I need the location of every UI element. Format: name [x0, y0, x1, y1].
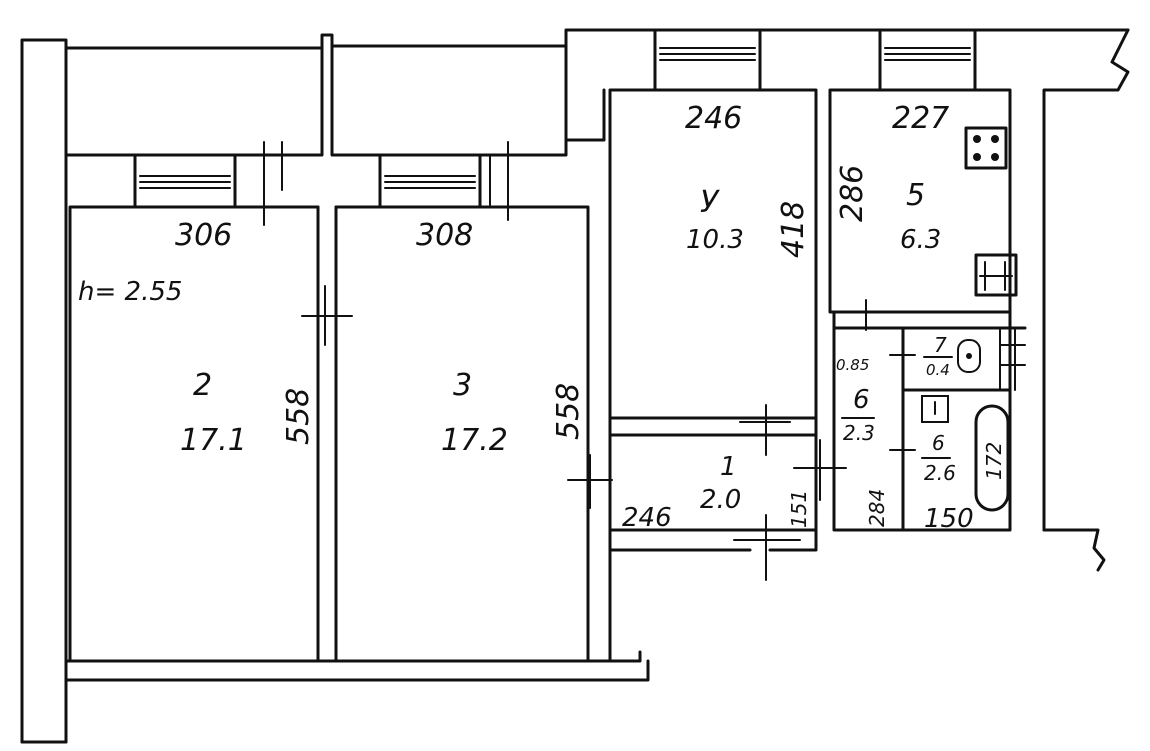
window-room-4	[653, 28, 762, 92]
room-2-length: 558	[281, 388, 316, 445]
kitchen-sink-icon	[974, 253, 1018, 297]
room-2-width: 306	[175, 218, 232, 253]
room-1-width: 246	[622, 503, 672, 533]
wash-basin-icon	[921, 395, 949, 423]
partition-2-3	[301, 205, 353, 663]
ceiling-height-label: h= 2.55	[78, 277, 182, 307]
room-2-area: 17.1	[180, 423, 247, 458]
room-3-area: 17.2	[441, 423, 508, 458]
room-6a-area: 2.3	[843, 421, 875, 445]
room-4-outline	[608, 88, 818, 420]
stove-icon	[964, 126, 1008, 170]
room-7-area: 0.4	[926, 361, 950, 379]
toilet-icon	[957, 339, 981, 373]
room-4-width: 246	[685, 101, 742, 136]
window-room-2	[133, 153, 237, 209]
room-6a-number: 6	[853, 385, 870, 415]
room-6a-length: 284	[865, 489, 889, 527]
room-7-number: 7	[934, 333, 947, 357]
corridor-room-1	[567, 404, 818, 663]
room-2-number: 2	[193, 368, 212, 403]
room-4-area: 10.3	[686, 225, 744, 255]
room-5-length: 286	[835, 165, 870, 222]
bathtub-icon	[974, 404, 1010, 512]
window-room-5	[878, 28, 977, 92]
room-1-length: 151	[787, 490, 811, 528]
door-marks-top	[263, 141, 509, 226]
top-outer-wall	[64, 28, 1130, 572]
room-4-number: У	[700, 185, 720, 220]
room-5-width: 227	[892, 101, 949, 136]
room-5-number: 5	[906, 178, 925, 213]
bottom-outer-wall	[64, 650, 650, 682]
window-room-3	[378, 153, 482, 209]
room-6b-area: 2.6	[924, 461, 956, 485]
room-6b-number: 6	[932, 431, 945, 455]
room-6a-width: 0.85	[836, 356, 869, 374]
room-4-length: 418	[776, 201, 811, 258]
left-outer-wall	[20, 38, 68, 744]
room-5-area: 6.3	[900, 225, 941, 255]
room-1-area: 2.0	[700, 485, 741, 515]
bathtub-length: 172	[982, 442, 1006, 480]
room-3-number: 3	[453, 368, 472, 403]
room-6b-width: 150	[924, 504, 974, 534]
room-3-width: 308	[416, 218, 473, 253]
room-1-number: 1	[720, 452, 737, 482]
bathroom-block	[793, 299, 1027, 532]
room-3-length: 558	[551, 383, 586, 440]
